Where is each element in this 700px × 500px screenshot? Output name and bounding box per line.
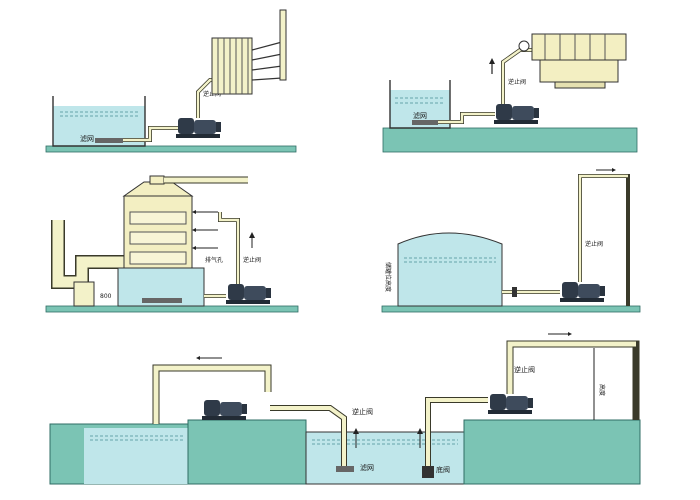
strainer-block bbox=[142, 298, 182, 303]
foot-valve-label: 滤网 bbox=[360, 463, 374, 472]
storage-tank bbox=[397, 232, 503, 307]
check-valve-label: 逆止阀 bbox=[514, 365, 535, 374]
center-basin bbox=[305, 431, 465, 485]
ground-block bbox=[382, 127, 638, 153]
check-valve-label: 逆止阀 bbox=[352, 407, 373, 416]
pump-unit bbox=[488, 394, 533, 414]
basin-walls bbox=[389, 80, 451, 129]
plate-heat-exchanger bbox=[211, 9, 287, 95]
strainer-label: 滤网 bbox=[413, 111, 427, 120]
pump-unit bbox=[176, 118, 221, 138]
panel-two-pools: 逆止阀 滤网 底阀 逆止阀 高度 bbox=[49, 332, 641, 485]
vertical-height-label: 高度 bbox=[598, 384, 606, 396]
foot-valve bbox=[422, 466, 434, 478]
scrubber-tower bbox=[122, 175, 248, 269]
right-ground bbox=[463, 419, 641, 485]
left-basin bbox=[84, 428, 188, 484]
pump-unit bbox=[202, 400, 247, 420]
foot-valve-label: 底阀 bbox=[436, 465, 450, 474]
height-label: 800 bbox=[100, 293, 112, 300]
check-valve-label: 逆止阀 bbox=[243, 256, 261, 264]
strainer-block bbox=[336, 466, 354, 472]
ground-strip bbox=[45, 145, 297, 153]
pump-unit bbox=[494, 104, 539, 124]
center-ground bbox=[187, 419, 307, 485]
panel-storage-tank: 储罐位高度 逆止阀 bbox=[381, 168, 641, 313]
panel-scrubber-tower: 800 逆止阀 排气孔 bbox=[45, 175, 299, 313]
check-valve-label: 逆止阀 bbox=[508, 78, 526, 86]
strainer-block bbox=[412, 120, 438, 125]
pump-unit bbox=[560, 282, 605, 302]
panel-filter-press: 滤网 逆止阀 bbox=[382, 33, 638, 153]
ground-strip bbox=[45, 305, 299, 313]
tank-height-label: 储罐位高度 bbox=[384, 262, 392, 292]
vent-label: 排气孔 bbox=[205, 256, 223, 264]
ground-strip bbox=[381, 305, 641, 313]
pump-unit bbox=[226, 284, 271, 304]
strainer-block bbox=[95, 138, 123, 143]
check-valve-label: 逆止阀 bbox=[585, 240, 603, 248]
filter-press bbox=[518, 33, 627, 89]
panel-heat-exchanger: 滤网 逆止阀 bbox=[45, 9, 297, 153]
strainer-label: 滤网 bbox=[80, 134, 94, 143]
basin-walls bbox=[52, 96, 146, 147]
